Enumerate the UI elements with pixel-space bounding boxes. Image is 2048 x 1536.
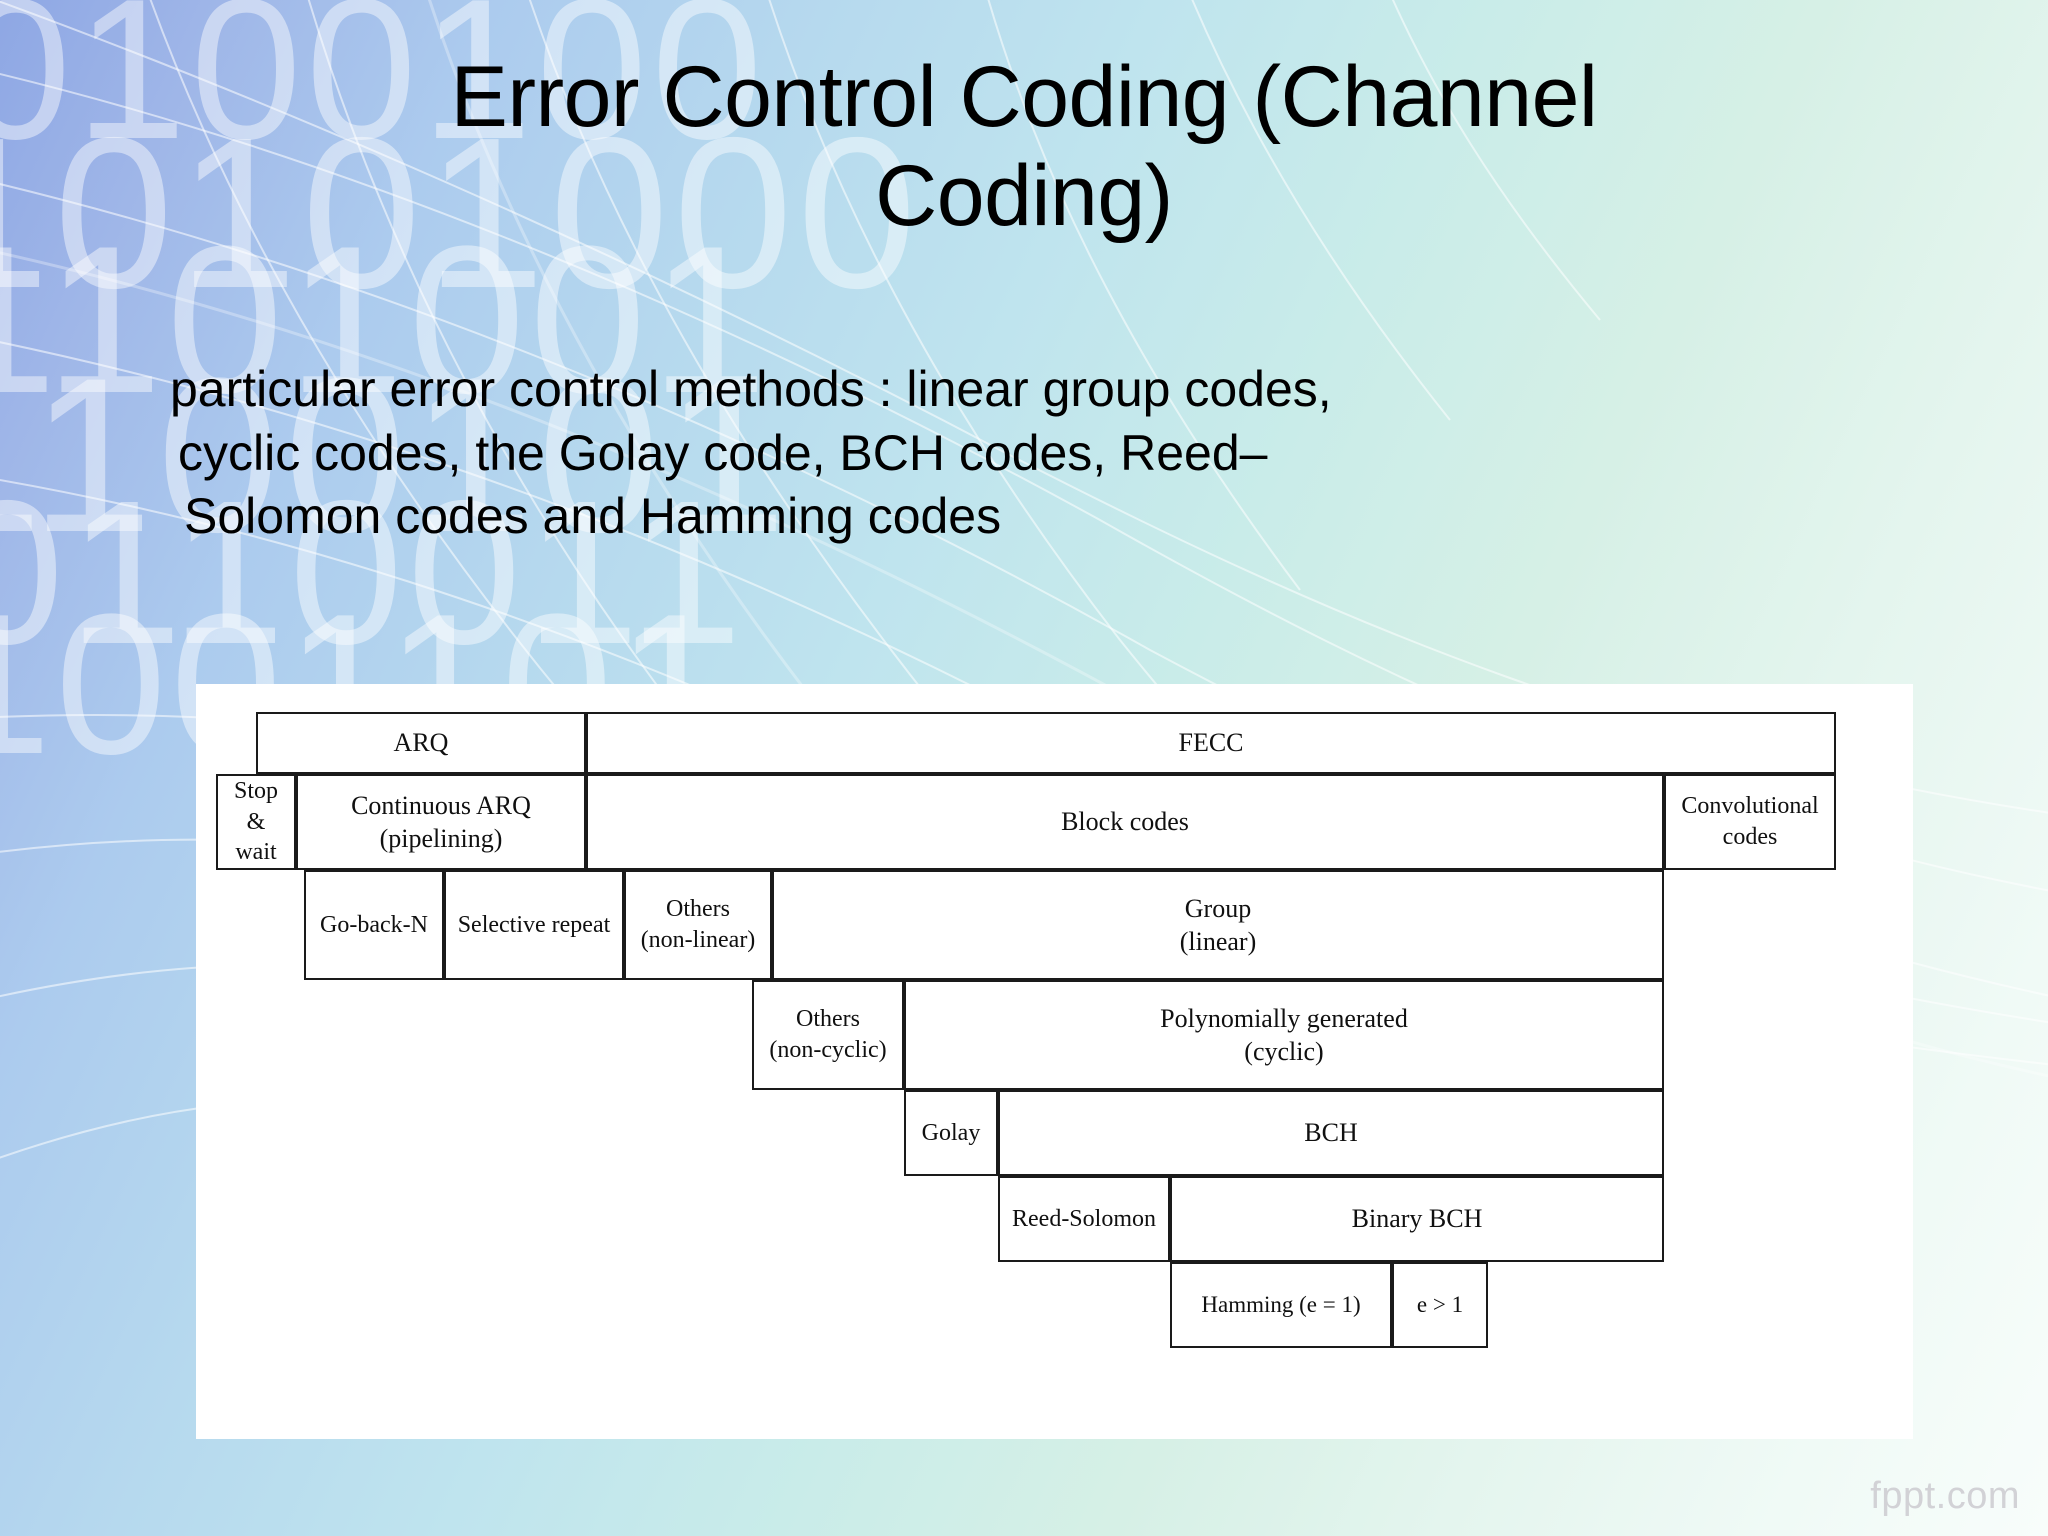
body-line-1: particular error control methods : linea… [170, 361, 1332, 417]
cell-label: Polynomially generated [1160, 1003, 1408, 1033]
cell-label: Group [1184, 893, 1252, 923]
taxonomy-cell-binary-bch: Binary BCH [1170, 1176, 1664, 1262]
title-line-1: Error Control Coding (Channel [450, 49, 1598, 145]
cell-label: Stop & [233, 777, 278, 835]
body-line-2: cyclic codes, the Golay code, BCH codes,… [178, 424, 1268, 481]
cell-sublabel: wait [235, 839, 277, 866]
taxonomy-cell-go-back-n: Go-back-N [304, 870, 444, 980]
cell-label: Block codes [1061, 807, 1189, 837]
taxonomy-cell-polynomially-generated: Polynomially generated (cyclic) [904, 980, 1664, 1090]
body-paragraph: particular error control methods : linea… [170, 358, 1900, 549]
taxonomy-cell-golay: Golay [904, 1090, 998, 1176]
taxonomy-cell-e-greater-than-1: e > 1 [1392, 1262, 1488, 1348]
cell-label: e > 1 [1416, 1292, 1464, 1318]
taxonomy-cell-reed-solomon: Reed-Solomon [998, 1176, 1170, 1262]
body-line-3: Solomon codes and Hamming codes [184, 488, 1002, 544]
taxonomy-cell-fecc: FECC [586, 712, 1836, 774]
cell-label: Binary BCH [1351, 1204, 1483, 1234]
cell-label: Continuous ARQ [351, 790, 531, 820]
figure-panel: ARQ FECC Stop & wait Continuous ARQ (pip… [196, 684, 1913, 1439]
taxonomy-cell-stop-wait: Stop & wait [216, 774, 296, 870]
cell-label: Go-back-N [320, 911, 428, 938]
cell-label: ARQ [393, 728, 449, 758]
cell-label: Others [796, 1006, 860, 1033]
taxonomy-cell-convolutional-codes: Convolutional codes [1664, 774, 1836, 870]
cell-label: Convolutional [1681, 793, 1819, 820]
cell-sublabel: (pipelining) [379, 824, 503, 853]
taxonomy-cell-others-non-cyclic: Others (non-cyclic) [752, 980, 904, 1090]
cell-sublabel: codes [1722, 824, 1778, 850]
cell-sublabel: (non-cyclic) [769, 1037, 887, 1063]
cell-sublabel: (linear) [1179, 927, 1257, 956]
taxonomy-cell-others-non-linear: Others (non-linear) [624, 870, 772, 980]
taxonomy-cell-continuous-arq: Continuous ARQ (pipelining) [296, 774, 586, 870]
fppt-watermark: fppt.com [1870, 1475, 2020, 1517]
taxonomy-cell-hamming: Hamming (e = 1) [1170, 1262, 1392, 1348]
page-title: Error Control Coding (Channel Coding) [140, 48, 1908, 246]
cell-sublabel: (cyclic) [1244, 1037, 1324, 1066]
taxonomy-cell-block-codes: Block codes [586, 774, 1664, 870]
cell-label: Reed-Solomon [1012, 1205, 1156, 1232]
taxonomy-cell-selective-repeat: Selective repeat [444, 870, 624, 980]
cell-label: Golay [921, 1119, 981, 1146]
cell-label: FECC [1178, 728, 1244, 758]
taxonomy-cell-arq: ARQ [256, 712, 586, 774]
cell-label: Hamming (e = 1) [1201, 1292, 1361, 1318]
title-line-2: Coding) [875, 147, 1173, 244]
cell-sublabel: (non-linear) [640, 927, 756, 953]
error-control-taxonomy-chart: ARQ FECC Stop & wait Continuous ARQ (pip… [196, 684, 1913, 1439]
cell-label: Selective repeat [457, 911, 611, 938]
cell-label: BCH [1304, 1118, 1358, 1148]
taxonomy-cell-bch: BCH [998, 1090, 1664, 1176]
taxonomy-cell-group-linear: Group (linear) [772, 870, 1664, 980]
cell-label: Others [666, 896, 730, 923]
